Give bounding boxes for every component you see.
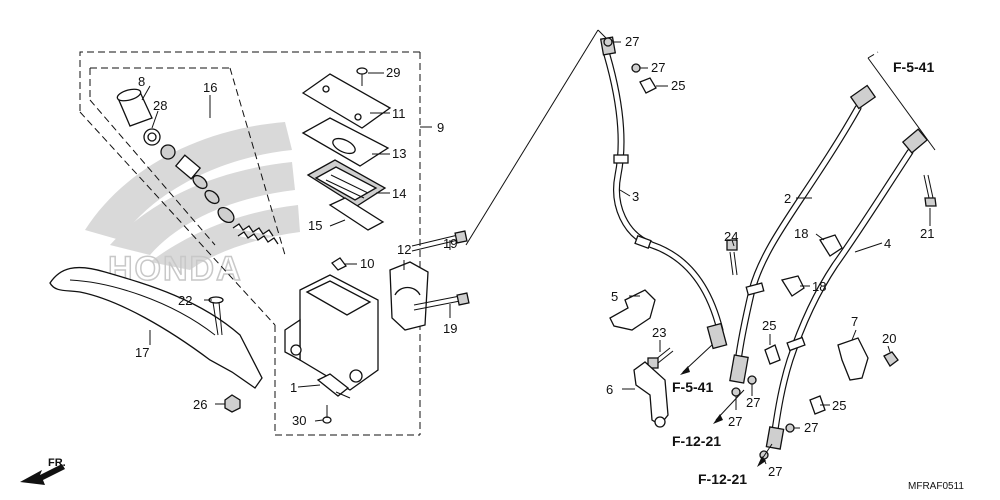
label-part-30: 30 <box>292 413 306 428</box>
label-part-7: 7 <box>851 314 858 329</box>
joint-7 <box>837 337 869 381</box>
label-part-8: 8 <box>138 74 145 89</box>
reference-arrows <box>680 51 936 467</box>
bolt-21 <box>923 174 937 207</box>
bolt-19-upper <box>411 230 468 252</box>
cap-11 <box>301 73 392 129</box>
screw-29 <box>356 67 368 86</box>
label-part-27-f: 27 <box>768 464 782 479</box>
piston-boot-8 <box>116 88 153 127</box>
snap-ring-28 <box>143 128 161 146</box>
label-part-13: 13 <box>392 146 406 161</box>
float-15 <box>328 197 385 231</box>
label-part-12: 12 <box>397 242 411 257</box>
label-part-29: 29 <box>386 65 400 80</box>
diagram-code: MFRAF0511 <box>908 481 964 492</box>
label-part-23: 23 <box>652 325 666 340</box>
bolt-19-lower <box>413 292 470 311</box>
label-part-4: 4 <box>884 236 891 251</box>
label-part-27-e: 27 <box>804 420 818 435</box>
ref-f-12-21-b: F-12-21 <box>698 471 747 487</box>
front-direction-arrow: FR. <box>20 457 66 485</box>
label-part-15: 15 <box>308 218 322 233</box>
label-part-18-a: 18 <box>794 226 808 241</box>
plate-13 <box>301 117 390 167</box>
label-part-19-upper: 19 <box>443 236 457 251</box>
label-part-17: 17 <box>135 345 149 360</box>
label-part-19-lower: 19 <box>443 321 457 336</box>
label-part-9: 9 <box>437 120 444 135</box>
bracket-6 <box>633 361 669 428</box>
ref-f-12-21-a: F-12-21 <box>672 433 721 449</box>
label-part-27-c: 27 <box>746 395 760 410</box>
label-part-25-b: 25 <box>762 318 776 333</box>
label-part-3: 3 <box>632 189 639 204</box>
label-part-27-a: 27 <box>625 34 639 49</box>
label-part-27-d: 27 <box>728 414 742 429</box>
clip-10 <box>331 257 347 271</box>
label-part-22: 22 <box>178 293 192 308</box>
group-box-9 <box>79 51 432 436</box>
label-part-2: 2 <box>784 191 791 206</box>
label-part-14: 14 <box>392 186 406 201</box>
label-part-24: 24 <box>724 229 738 244</box>
brake-hose-4 <box>765 128 929 450</box>
label-part-5: 5 <box>611 289 618 304</box>
label-part-11: 11 <box>392 106 406 121</box>
brake-hose-2 <box>729 84 877 384</box>
bolt-20 <box>883 351 899 367</box>
diaphragm-14 <box>306 159 387 207</box>
front-label: FR. <box>48 457 66 469</box>
nut-26 <box>224 394 241 413</box>
switch-1 <box>316 373 351 399</box>
screw-30 <box>322 405 332 424</box>
bolt-23 <box>647 347 674 369</box>
master-cylinder-body <box>284 274 379 391</box>
connection-line <box>465 29 607 246</box>
part-number-labels: 8 28 16 29 11 9 13 14 15 12 19 10 22 19 … <box>135 34 934 479</box>
bolt-25-top <box>639 77 657 94</box>
label-part-20: 20 <box>882 331 896 346</box>
honda-wing-watermark: HONDA <box>85 122 300 289</box>
ref-f-5-41-top: F-5-41 <box>893 59 934 75</box>
piston-set-16 <box>160 144 279 245</box>
holder-12 <box>389 261 429 331</box>
group-box-16 <box>89 67 286 256</box>
label-part-27-b: 27 <box>651 60 665 75</box>
brake-lever-17 <box>49 266 263 389</box>
bracket-5 <box>609 289 656 331</box>
label-part-16: 16 <box>203 80 217 95</box>
label-part-28: 28 <box>153 98 167 113</box>
reference-labels: F-5-41 F-5-41 F-12-21 F-12-21 <box>672 59 934 487</box>
label-part-25-a: 25 <box>671 78 685 93</box>
clamps-18 <box>780 234 843 297</box>
bolts-25-lower <box>764 344 826 415</box>
label-part-25-c: 25 <box>832 398 846 413</box>
label-part-1: 1 <box>290 380 297 395</box>
label-part-18-b: 18 <box>812 279 826 294</box>
label-part-21: 21 <box>920 226 934 241</box>
label-part-26: 26 <box>193 397 207 412</box>
brake-hose-3 <box>599 36 728 350</box>
bolt-24 <box>726 239 738 276</box>
label-part-10: 10 <box>360 256 374 271</box>
label-part-6: 6 <box>606 382 613 397</box>
ref-f-5-41-mid: F-5-41 <box>672 379 713 395</box>
